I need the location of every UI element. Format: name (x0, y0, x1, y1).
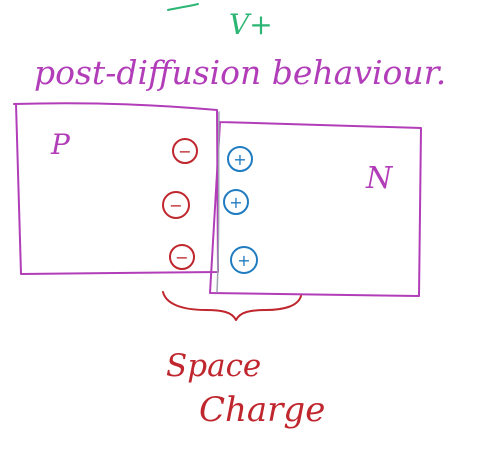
junction-line (216, 111, 220, 293)
n-label: N (365, 161, 394, 196)
top-note-text: V+ (229, 8, 273, 41)
positive-ion-symbol: + (233, 150, 246, 169)
positive-ion-symbol: + (237, 251, 250, 270)
negative-ion: − (169, 244, 195, 270)
negative-ion: − (172, 138, 198, 164)
top-note: V+ (167, 3, 273, 41)
negative-ion-symbol: − (178, 142, 191, 161)
n-region-box (209, 121, 422, 297)
p-region-box (13, 102, 219, 275)
p-label: P (50, 128, 71, 161)
negative-ion-symbol: − (169, 196, 182, 215)
caption-line-1: Space (166, 348, 261, 384)
positive-ion: + (227, 146, 253, 172)
negative-ion: − (162, 191, 190, 219)
positive-ion-symbol: + (229, 193, 242, 212)
page-title: post-diffusion behaviour. (34, 53, 446, 92)
top-scribble (167, 3, 199, 11)
caption-line-2: Charge (199, 390, 325, 430)
positive-ion: + (223, 189, 249, 215)
negative-ion-symbol: − (175, 248, 188, 267)
positive-ion: + (230, 246, 258, 274)
space-charge-brace (162, 291, 302, 321)
